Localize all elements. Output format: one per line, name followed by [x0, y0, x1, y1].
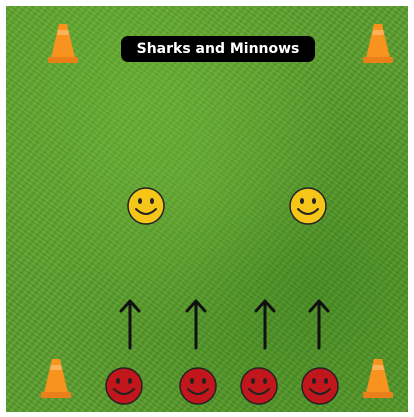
shark-yellow-smiley-icon [126, 186, 166, 226]
minnow-red-smiley-icon [104, 366, 144, 406]
arrow-up-icon [118, 298, 142, 350]
minnow-red-smiley-icon [239, 366, 279, 406]
arrow-up-icon [184, 298, 208, 350]
arrow-up-icon [307, 298, 331, 350]
minnow-red-smiley-icon [178, 366, 218, 406]
cone-icon [362, 357, 394, 399]
arrow-up-icon [253, 298, 277, 350]
minnow-red-smiley-icon [300, 366, 340, 406]
cone-icon [362, 22, 394, 64]
cone-icon [47, 22, 79, 64]
diagram-title: Sharks and Minnows [121, 36, 315, 62]
cone-icon [40, 357, 72, 399]
shark-yellow-smiley-icon [288, 186, 328, 226]
grass-field [6, 6, 408, 412]
